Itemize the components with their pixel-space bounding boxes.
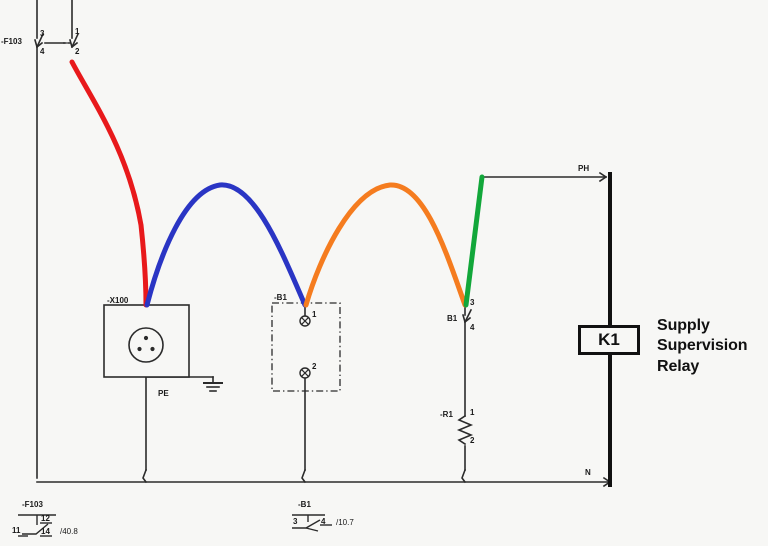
- resistor-r1-tag-label: -R1: [440, 410, 453, 419]
- wire-r1-jog: [461, 468, 467, 484]
- f103-arrow-left: [34, 39, 44, 49]
- footer-b1-tag: -B1: [298, 500, 311, 509]
- socket-x100-tag-label: -X100: [107, 296, 129, 305]
- f103-terminal-2: 2: [75, 47, 80, 56]
- sensor-b1-tag-label: -B1: [274, 293, 287, 302]
- b1-contact-arrow: [462, 314, 472, 324]
- footer-f103-terminal-12: 12: [41, 514, 50, 523]
- sensor-b1-enclosure[interactable]: [271, 302, 341, 392]
- contact-b1-terminal-4: 4: [470, 323, 475, 332]
- ph-arrow: [598, 171, 608, 183]
- footer-b1-terminal-3: 3: [293, 517, 298, 526]
- b1-ref-blade2: [305, 527, 319, 532]
- footer-ref-f103-symbol: [18, 514, 56, 537]
- socket-x100-outlet-ring: [128, 327, 164, 363]
- f103-blade-right: [70, 32, 80, 49]
- f103-tag-label: -F103: [1, 37, 22, 46]
- relay-k1-box[interactable]: K1: [578, 325, 640, 355]
- f103-arrow-right: [69, 39, 79, 49]
- socket-x100-body: [103, 304, 190, 378]
- f103-terminal-4: 4: [40, 47, 45, 56]
- socket-x100[interactable]: [103, 304, 190, 378]
- socket-pin-right: [150, 346, 155, 352]
- footer-b1-xref[interactable]: /10.7: [336, 518, 354, 527]
- wire-b1-jog: [301, 468, 307, 484]
- sensor-b1-terminal2-cross: [301, 369, 309, 377]
- resistor-r1-terminal-2: 2: [470, 436, 475, 445]
- pe-label: PE: [158, 389, 169, 398]
- b1-contact-blade: [463, 308, 473, 324]
- footer-f103-tag: -F103: [22, 500, 43, 509]
- footer-ref-b1-symbol: [292, 514, 332, 532]
- red-wire: [69, 59, 149, 308]
- f103-blade-left: [35, 32, 45, 49]
- relay-k1-label: K1: [598, 330, 620, 349]
- contact-b1-tag-label: B1: [447, 314, 458, 323]
- wire-x100-jog: [142, 468, 148, 484]
- relay-note-line-1: Supply: [657, 317, 710, 334]
- footer-f103-terminal-14: 14: [41, 527, 50, 536]
- relay-note-line-2: Supervision: [657, 337, 748, 355]
- contact-b1-terminal-3: 3: [470, 298, 475, 307]
- sensor-b1-terminal-2-label: 2: [312, 362, 317, 371]
- orange-wire: [303, 182, 468, 308]
- n-rail-label: N: [585, 468, 591, 477]
- f103-terminal-3: 3: [40, 29, 45, 38]
- f103-ref-contact-blade: [22, 523, 49, 535]
- resistor-r1-terminal-1: 1: [470, 408, 475, 417]
- green-wire: [463, 174, 485, 308]
- resistor-zigzag: [456, 414, 474, 446]
- conductor-network: [34, 0, 612, 488]
- footer-f103-xref[interactable]: /40.8: [60, 527, 78, 536]
- socket-pin-top: [143, 335, 149, 341]
- sensor-b1-terminal1-cross: [301, 317, 309, 325]
- blue-wire: [144, 182, 308, 308]
- socket-pin-left: [137, 346, 142, 352]
- ph-rail-label: PH: [578, 164, 590, 173]
- relay-note-line-3: Relay: [657, 357, 700, 375]
- footer-f103-terminal-11: 11: [12, 526, 21, 535]
- f103-terminal-1: 1: [75, 27, 80, 36]
- footer-b1-terminal-4: 4: [321, 517, 326, 526]
- relay-description-note: Supply Supervision Relay: [657, 316, 748, 377]
- sensor-b1-terminal-1-label: 1: [312, 310, 317, 319]
